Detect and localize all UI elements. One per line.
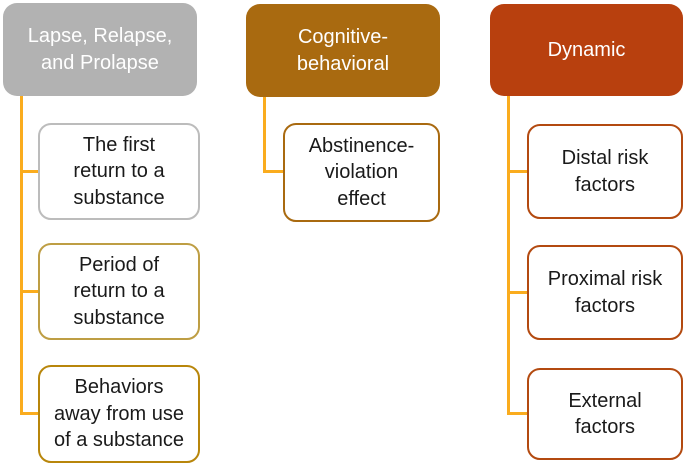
- node-period-of-return: Period of return to a substance: [38, 243, 200, 340]
- node-first-return-to-substance: The first return to a substance: [38, 123, 200, 220]
- connector-branch: [20, 290, 38, 293]
- connector-branch: [507, 412, 527, 415]
- node-external-factors: External factors: [527, 368, 683, 460]
- connector-vertical-line: [263, 97, 266, 173]
- node-proximal-risk-factors: Proximal risk factors: [527, 245, 683, 340]
- node-distal-risk-factors: Distal risk factors: [527, 124, 683, 219]
- connector-branch: [507, 291, 527, 294]
- connector-branch: [263, 170, 283, 173]
- header-dynamic: Dynamic: [490, 4, 683, 96]
- connector-vertical-line: [20, 96, 23, 415]
- header-cognitive-behavioral: Cognitive- behavioral: [246, 4, 440, 97]
- connector-branch: [20, 412, 38, 415]
- node-abstinence-violation-effect: Abstinence- violation effect: [283, 123, 440, 222]
- header-lapse-relapse-and-prolapse: Lapse, Relapse, and Prolapse: [3, 3, 197, 96]
- connector-branch: [20, 170, 38, 173]
- connector-branch: [507, 170, 527, 173]
- connector-vertical-line: [507, 96, 510, 415]
- node-behaviors-away-from-use: Behaviors away from use of a substance: [38, 365, 200, 463]
